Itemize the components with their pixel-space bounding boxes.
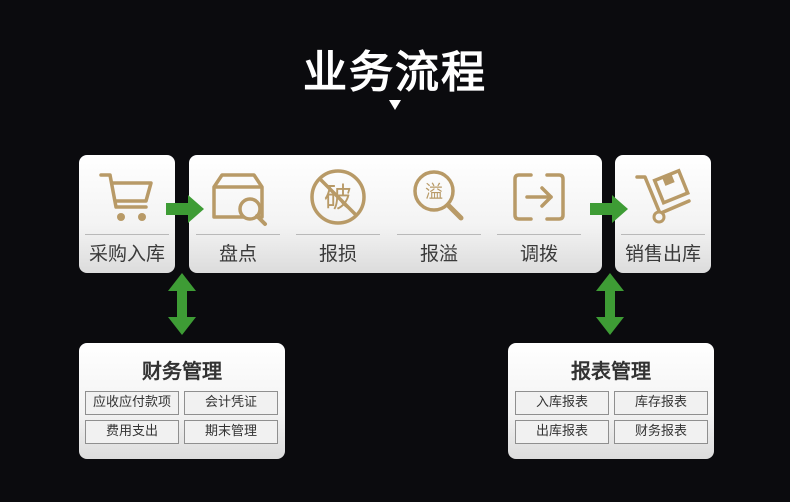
- page-title: 业务流程: [303, 47, 487, 98]
- step-label: 采购入库: [88, 243, 165, 265]
- step-label: 盘点: [218, 243, 257, 265]
- double-arrow-vertical-icon: [596, 273, 624, 335]
- step-sales-out[interactable]: 销售出库: [615, 155, 711, 273]
- divider: [196, 234, 280, 235]
- finance-panel: 财务管理 应收应付款项 会计凭证 费用支出 期末管理: [79, 343, 285, 459]
- hand-truck-icon: [635, 168, 691, 224]
- transfer-arrow-icon: [513, 173, 565, 221]
- divider: [621, 234, 705, 235]
- flow-arrow-right-icon: [590, 195, 628, 223]
- report-item-stock[interactable]: 库存报表: [614, 391, 708, 415]
- flow-arrow-right-icon: [166, 195, 204, 223]
- divider: [497, 234, 581, 235]
- finance-item-receivables-payables[interactable]: 应收应付款项: [85, 391, 179, 415]
- step-transfer[interactable]: 调拨: [491, 155, 587, 273]
- report-item-finance[interactable]: 财务报表: [614, 420, 708, 444]
- step-inventory[interactable]: 盘点: [190, 155, 286, 273]
- step-overflow[interactable]: 溢 报溢: [391, 155, 487, 273]
- step-purchase-in[interactable]: 采购入库: [79, 155, 175, 273]
- divider: [85, 234, 169, 235]
- double-arrow-vertical-icon: [168, 273, 196, 335]
- step-label: 销售出库: [624, 243, 701, 265]
- finance-panel-title: 财务管理: [142, 359, 222, 383]
- reports-panel-title: 报表管理: [571, 359, 651, 383]
- step-label: 报溢: [419, 243, 458, 265]
- broken-badge-icon: 破: [310, 169, 366, 225]
- reports-panel: 报表管理 入库报表 库存报表 出库报表 财务报表: [508, 343, 714, 459]
- magnifier-overflow-icon: 溢: [413, 170, 464, 221]
- step-label: 调拨: [519, 243, 558, 265]
- report-item-outbound[interactable]: 出库报表: [515, 420, 609, 444]
- step-damage[interactable]: 破 报损: [290, 155, 386, 273]
- finance-item-vouchers[interactable]: 会计凭证: [184, 391, 278, 415]
- overflow-badge-text: 溢: [425, 182, 443, 203]
- finance-item-period-end[interactable]: 期末管理: [184, 420, 278, 444]
- report-item-inbound[interactable]: 入库报表: [515, 391, 609, 415]
- divider: [296, 234, 380, 235]
- shopping-cart-icon: [99, 173, 153, 221]
- finance-item-expenses[interactable]: 费用支出: [85, 420, 179, 444]
- step-label: 报损: [318, 243, 357, 265]
- box-search-icon: [212, 173, 267, 226]
- divider: [397, 234, 481, 235]
- title-caret-icon: [389, 100, 401, 110]
